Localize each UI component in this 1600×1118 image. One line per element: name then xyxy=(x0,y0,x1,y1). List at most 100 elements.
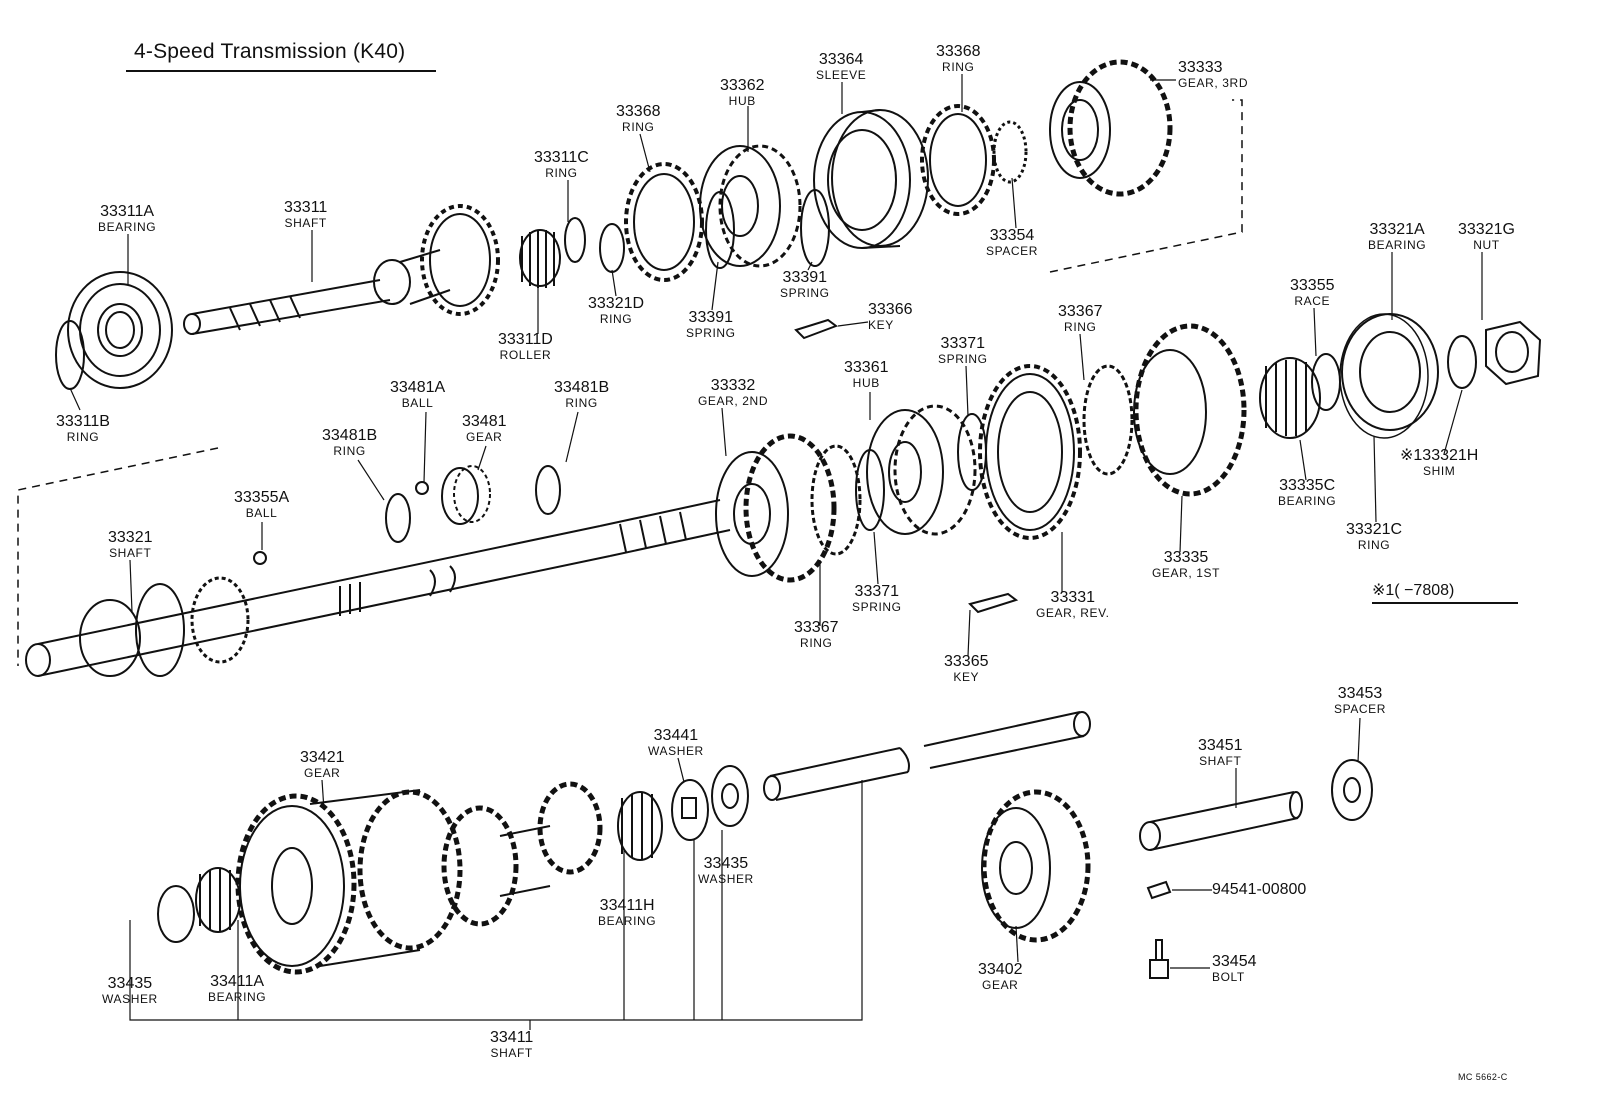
part-number: 33366 xyxy=(868,301,913,318)
part-label-33331: 33331 GEAR, REV. xyxy=(1036,590,1110,620)
part-number: 33311A xyxy=(100,203,155,220)
part-name: KEY xyxy=(953,670,980,684)
part-label-33367-a: 33367 RING xyxy=(1058,304,1103,334)
part-name: RING xyxy=(800,636,833,650)
part-name: SHAFT xyxy=(284,216,327,230)
leader-lines xyxy=(69,74,1483,1030)
counter-gear-33421 xyxy=(235,781,603,975)
counter-shaft-33411 xyxy=(763,711,1091,801)
thrust-washer-33435-b xyxy=(711,765,749,827)
ball-33355A xyxy=(253,551,267,565)
part-name: BOLT xyxy=(1212,970,1245,984)
clutch-hub-33361 xyxy=(866,404,977,536)
part-name: GEAR, 3RD xyxy=(1178,76,1249,90)
part-number: 33311 xyxy=(284,199,328,216)
part-label-33361: 33361 HUB xyxy=(844,359,889,390)
part-name: SPACER xyxy=(986,244,1039,258)
shifting-key-33366 xyxy=(794,318,839,340)
woodruff-key-94541 xyxy=(1146,880,1172,900)
part-label-33311B: 33311B RING xyxy=(56,414,110,444)
part-label-33367-b: 33367 RING xyxy=(794,619,839,650)
part-number: 33481 xyxy=(462,413,507,430)
part-label-33332: 33332 GEAR, 2ND xyxy=(698,378,769,408)
part-name: WASHER xyxy=(698,872,754,886)
thrust-washer-33441 xyxy=(671,779,709,841)
part-name: RING xyxy=(333,444,366,458)
part-number: 33361 xyxy=(844,359,889,376)
part-name: WASHER xyxy=(102,992,158,1006)
part-name: KEY xyxy=(868,318,894,332)
needle-bearing-33411A xyxy=(195,867,241,933)
part-number: 33481B xyxy=(322,427,378,444)
part-label-33481B-a: 33481B RING xyxy=(322,427,378,458)
part-number: 33311D xyxy=(498,331,553,348)
bearing-33311A xyxy=(67,271,173,389)
part-name: GEAR, REV. xyxy=(1036,606,1110,620)
shim-133321H xyxy=(1447,335,1477,389)
part-name: GEAR xyxy=(304,766,341,780)
phantom-line-upper xyxy=(1049,99,1243,273)
bearing-33321A xyxy=(1341,313,1439,431)
part-name: RING xyxy=(1064,320,1097,334)
synchro-ring-33367-b xyxy=(810,444,862,556)
part-name: RING xyxy=(599,312,633,326)
part-label-33364: 33364 SLEEVE xyxy=(816,51,866,82)
part-label-33355A: 33355A BALL xyxy=(234,490,289,520)
part-label-33391-a: 33391 SPRING xyxy=(686,309,736,340)
part-name: SPACER xyxy=(1334,702,1387,716)
part-name: RACE xyxy=(1294,294,1331,308)
snap-ring-33481B-a xyxy=(385,493,411,543)
part-name: RING xyxy=(622,120,655,134)
reverse-idler-gear-33402 xyxy=(981,789,1091,943)
snap-ring-33321D xyxy=(599,223,625,273)
clutch-hub-33362 xyxy=(699,144,802,268)
part-name: RING xyxy=(66,430,100,444)
part-number: 33335C xyxy=(1279,477,1336,494)
synchro-ring-33368-a xyxy=(624,162,704,282)
bolt-33454 xyxy=(1149,939,1169,979)
part-number: 33333 xyxy=(1178,59,1223,76)
reverse-gear-33331 xyxy=(978,364,1082,540)
part-label-33453: 33453 SPACER xyxy=(1334,685,1387,716)
part-number: 33411H xyxy=(599,897,655,914)
part-label-33391-b: 33391 SPRING xyxy=(780,270,830,300)
part-label-33368-b: 33368 RING xyxy=(936,44,981,74)
needle-roller-33311D xyxy=(519,229,561,288)
part-name: BEARING xyxy=(208,990,267,1004)
part-name: RING xyxy=(942,60,975,74)
part-label-33321D: 33321D RING xyxy=(588,295,645,326)
part-name: HUB xyxy=(852,376,880,390)
part-label-33481B-b: 33481B RING xyxy=(554,380,609,410)
part-number: 33364 xyxy=(818,51,864,68)
part-number: 33367 xyxy=(794,619,839,636)
part-number: 33354 xyxy=(989,227,1035,244)
part-label-33311C: 33311C RING xyxy=(534,149,589,180)
synchro-ring-33367-a xyxy=(1082,364,1134,476)
part-number: 33453 xyxy=(1337,685,1383,702)
part-number: 33321D xyxy=(588,295,645,312)
part-name: GEAR, 1ST xyxy=(1152,566,1221,580)
second-gear-33332 xyxy=(715,433,837,583)
part-label-33365: 33365 KEY xyxy=(944,653,989,684)
shifting-key-33365 xyxy=(968,592,1019,614)
part-number: 33371 xyxy=(940,335,986,352)
part-name: BALL xyxy=(245,506,278,520)
part-name: GEAR, 2ND xyxy=(698,394,769,408)
snap-ring-33321C xyxy=(1339,313,1429,439)
part-number: 33391 xyxy=(688,309,734,326)
speedometer-gear-33481 xyxy=(441,465,491,525)
ball-33481A xyxy=(415,481,429,495)
part-name: NUT xyxy=(1473,238,1500,252)
part-label-33321C: 33321C RING xyxy=(1346,522,1402,552)
part-label-33435-b: 33435 WASHER xyxy=(698,856,754,886)
part-number: 33311C xyxy=(534,149,589,166)
part-number: 33321 xyxy=(108,529,153,546)
part-name: BEARING xyxy=(1368,238,1427,252)
part-name: SPRING xyxy=(938,352,988,366)
part-name: SPRING xyxy=(780,286,830,300)
part-number: 33365 xyxy=(944,653,989,670)
diagram-title: 4-Speed Transmission (K40) xyxy=(134,40,406,63)
note-underline xyxy=(1372,602,1518,604)
